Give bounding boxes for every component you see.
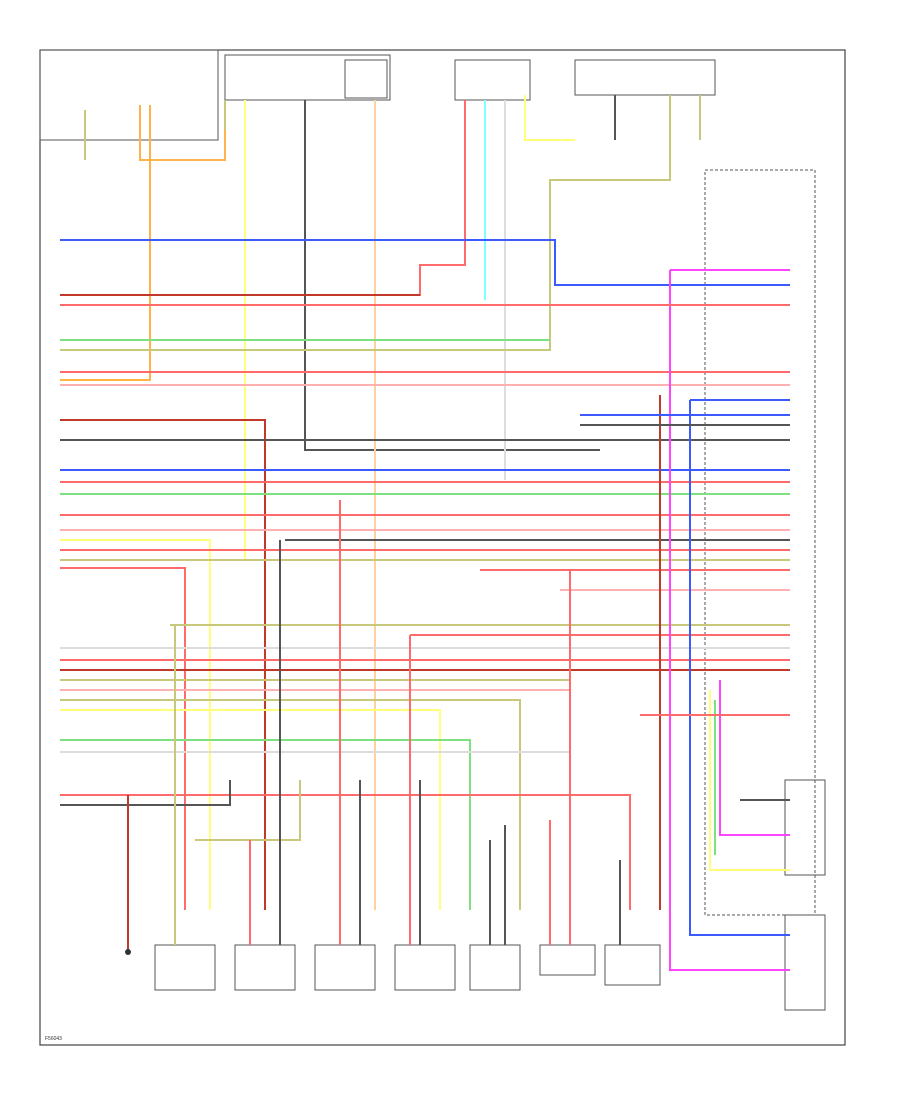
top-connector-wires (60, 95, 701, 910)
bus-wires (60, 239, 790, 910)
bottom-sensors (125, 500, 661, 991)
right-harness (580, 269, 790, 971)
diagram-frame (39, 49, 846, 1046)
top-components (39, 49, 826, 1011)
figure-code: F56043 (45, 1036, 62, 1042)
